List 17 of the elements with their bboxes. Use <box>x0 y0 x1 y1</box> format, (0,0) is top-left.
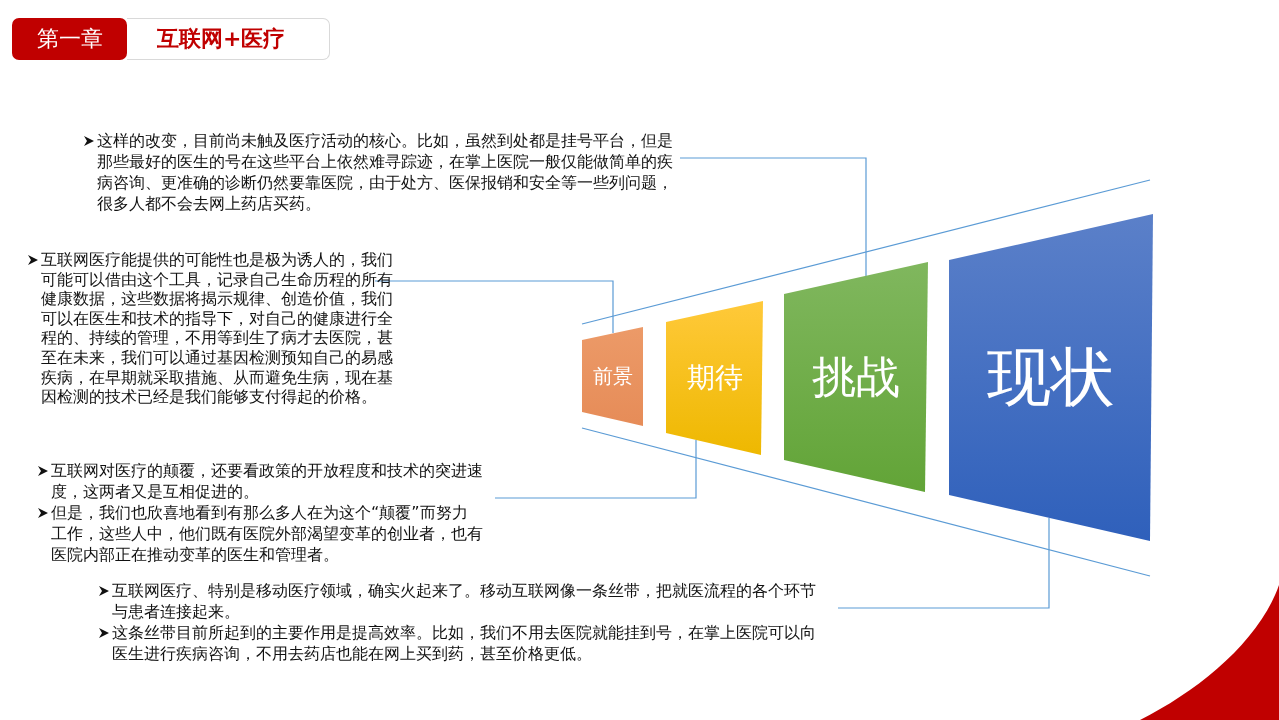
leader-line <box>374 280 614 334</box>
bullet-paragraph: 互联网医疗能提供的可能性也是极为诱人的，我们可能可以借由这个工具，记录自己生命历程的所有健康数据，这些数据将揭示规律、创造价值，我们可以在医生和技术的指导下，对自己的健康进行全程的、持续的管理，不用等到生了病才去医院，甚至在未来，我们可以通过基因检测预知自己的易感疾病，在早期就采取措施、从而避免生病，现在基因检测的技术已经是我们能够支付得起的价格。 <box>41 250 393 407</box>
stage-panel: 挑战 <box>784 262 928 492</box>
title-box <box>127 18 330 60</box>
bullet-paragraph: 这条丝带目前所起到的主要作用是提高效率。比如，我们不用去医院就能挂到号，在掌上医院可以向医生进行疾病咨询，不用去药店也能在网上买到药，甚至价格更低。 <box>112 623 816 663</box>
bullet-paragraph: 但是，我们也欣喜地看到有那么多人在为这个“颠覆”而努力工作，这些人中，他们既有医院外部渴望变革的创业者，也有医院内部正在推动变革的医生和管理者。 <box>51 503 483 564</box>
leader-line <box>494 439 697 499</box>
bullet-paragraph: 这样的改变，目前尚未触及医疗活动的核心。比如，虽然到处都是挂号平台，但是那些最好的医生的号在这些平台上依然难寻踪迹，在掌上医院一般仅能做简单的疾病咨询、更准确的诊断仍然要靠医院，由于处方、医保报销和安全等一些列问题，很多人都不会去网上药店买药。 <box>97 131 673 213</box>
leader-line <box>837 517 1050 609</box>
stage-panel: 现状 <box>949 214 1153 541</box>
bullet-paragraph: 互联网医疗、特别是移动医疗领域，确实火起来了。移动互联网像一条丝带，把就医流程的各个环节与患者连接起来。 <box>112 581 816 621</box>
chapter-tab: 第一章 <box>12 18 127 60</box>
title-text: 互联网+医疗 <box>157 25 286 53</box>
stage-panel: 期待 <box>666 301 763 455</box>
leader-line <box>679 157 867 277</box>
bullet-paragraph: 互联网对医疗的颠覆，还要看政策的开放程度和技术的突进速度，这两者又是互相促进的。 <box>51 461 483 501</box>
stage-panel: 前景 <box>582 327 643 426</box>
